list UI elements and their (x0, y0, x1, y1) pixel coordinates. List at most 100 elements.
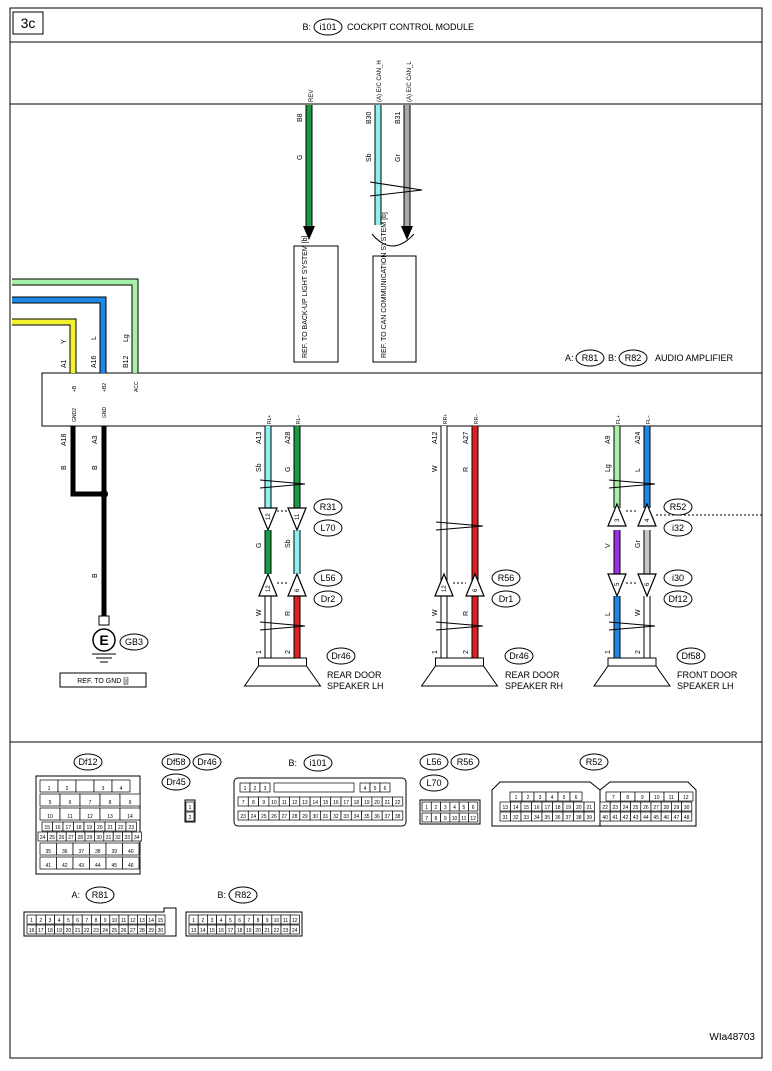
df12-row1-pin: 2 (66, 786, 69, 792)
i101-row2-pin: 19 (364, 800, 370, 806)
r56-label: R56 (457, 757, 474, 767)
df12-row2-pin: 9 (129, 800, 132, 806)
section-tag-box (12, 11, 44, 35)
wire-b (12, 319, 76, 373)
twist-can-bracket (371, 233, 415, 247)
junction-neg-2 (287, 572, 307, 597)
speaker-pin-neg: 2 (635, 650, 642, 654)
r52-row3a-pin: 31 (502, 815, 508, 821)
amplifier-box (41, 372, 763, 427)
r82-row2-pin: 23 (283, 928, 289, 934)
df12-row5-cell (131, 831, 142, 842)
pin-b30: B30 (366, 111, 373, 124)
top-module-name: COCKPIT CONTROL MODULE (347, 22, 474, 32)
signal-can-l: (A) E/C CAN_L (407, 61, 413, 102)
term-pos: RR+ (443, 414, 449, 424)
r81-row2-pin: 18 (47, 928, 53, 934)
r82-row1-pin: 12 (292, 918, 298, 924)
pin-a16: A16 (91, 355, 98, 368)
ref-backup-text: REF. TO BACK-UP LIGHT SYSTEM [b] (302, 236, 309, 358)
speaker-pin-neg: 2 (285, 650, 292, 654)
twist-3 (608, 621, 656, 631)
speaker-conn: Dr46 (509, 651, 529, 661)
r52-row1b-pin: 8 (626, 795, 629, 801)
r52-row1b-pin: 7 (612, 795, 615, 801)
junction-pos-2-pin: 12 (442, 585, 448, 592)
r81-label: R81 (92, 890, 109, 900)
df58-pin1-cell (185, 801, 195, 812)
color-b8: G (297, 155, 304, 160)
r82-prefix: B: (217, 890, 226, 900)
r52-row2a-pin: 21 (586, 805, 592, 811)
r81-row1-pin: 4 (58, 918, 61, 924)
r81-row1-pin: 11 (121, 918, 126, 924)
speaker-conn-badge (326, 647, 356, 665)
ground-id: GB3 (125, 637, 143, 647)
r81-row1-pin: 7 (85, 918, 88, 924)
drawing-code: WIa48703 (709, 1032, 755, 1043)
i101-row3-pin: 32 (333, 814, 339, 820)
r52-row1a-pin: 4 (551, 795, 554, 801)
i101-row2-pin: 11 (282, 800, 287, 806)
df12-row5-pin: 29 (87, 835, 93, 841)
r52-row1a-pin: 1 (515, 795, 518, 801)
junction-pos-2-pin: 5 (615, 582, 621, 586)
top-module-id: i101 (319, 22, 336, 32)
color-pos-2: V (605, 543, 612, 548)
dr45-label-badge (161, 773, 191, 791)
r52-row1b-pin: 9 (641, 795, 644, 801)
i101-row1b-pin: 6 (384, 786, 387, 792)
r82-label: R82 (235, 890, 252, 900)
junction-pos-1-pin: 3 (615, 518, 621, 522)
top-module-id-badge (313, 18, 343, 36)
i101-row2-pin: 16 (333, 800, 339, 806)
ground-joint (100, 490, 108, 498)
conn-upper-2: i32 (672, 523, 684, 533)
r82-row2-pin: 13 (191, 928, 197, 934)
l70-label: L70 (426, 778, 441, 788)
speaker-magnet (435, 657, 484, 667)
i101-row1b-pin: 5 (374, 786, 377, 792)
ref-gnd-text: REF. TO GND [j] (77, 678, 129, 685)
df12-label-badge (73, 753, 103, 771)
l56-row2-pin: 10 (452, 816, 458, 822)
df58-pin2-pin: 2 (189, 815, 192, 821)
l56-row2-pin: 7 (425, 816, 428, 822)
pin-a1: A1 (61, 359, 68, 368)
junction-pos-2 (434, 572, 454, 597)
arrow-rev (303, 226, 315, 240)
pin-b31: B31 (395, 111, 402, 124)
color-pos-1: W (432, 465, 439, 472)
junction-neg-1-pin: 4 (645, 518, 651, 522)
twist-can (369, 181, 423, 197)
r81-row2-pin: 29 (148, 928, 154, 934)
df12-row6-pin: 40 (128, 849, 134, 855)
r52-row2b-pin: 25 (633, 805, 639, 811)
junction-neg-2 (637, 573, 657, 598)
speaker-pin-pos: 1 (256, 650, 263, 654)
i101-row1b-cell (379, 782, 391, 793)
junction-pos-1 (258, 507, 278, 532)
conn-lower-1-badge (663, 569, 693, 587)
dr46-label: Dr46 (197, 757, 217, 767)
conn-lower-1: L56 (320, 573, 335, 583)
section-tag: 3c (21, 15, 36, 31)
df12-row2-pin: 6 (69, 800, 72, 806)
speaker-pin-neg: 2 (463, 650, 470, 654)
df12-row3-pin: 12 (87, 814, 93, 820)
i101-row2-pin: 21 (385, 800, 391, 806)
conn-lower-2: Df12 (668, 594, 687, 604)
l56-label: L56 (426, 757, 441, 767)
l56-row2-pin: 8 (435, 816, 438, 822)
i101-row3-pin: 28 (292, 814, 298, 820)
i101-row2-pin: 17 (343, 800, 349, 806)
r81-row1-pin: 13 (139, 918, 145, 924)
i101-row3-pin: 37 (385, 814, 391, 820)
twist-1 (435, 521, 484, 531)
r52-row3a-pin: 35 (544, 815, 550, 821)
i101-row3-pin: 38 (395, 814, 401, 820)
term-neg: RR− (474, 414, 480, 424)
